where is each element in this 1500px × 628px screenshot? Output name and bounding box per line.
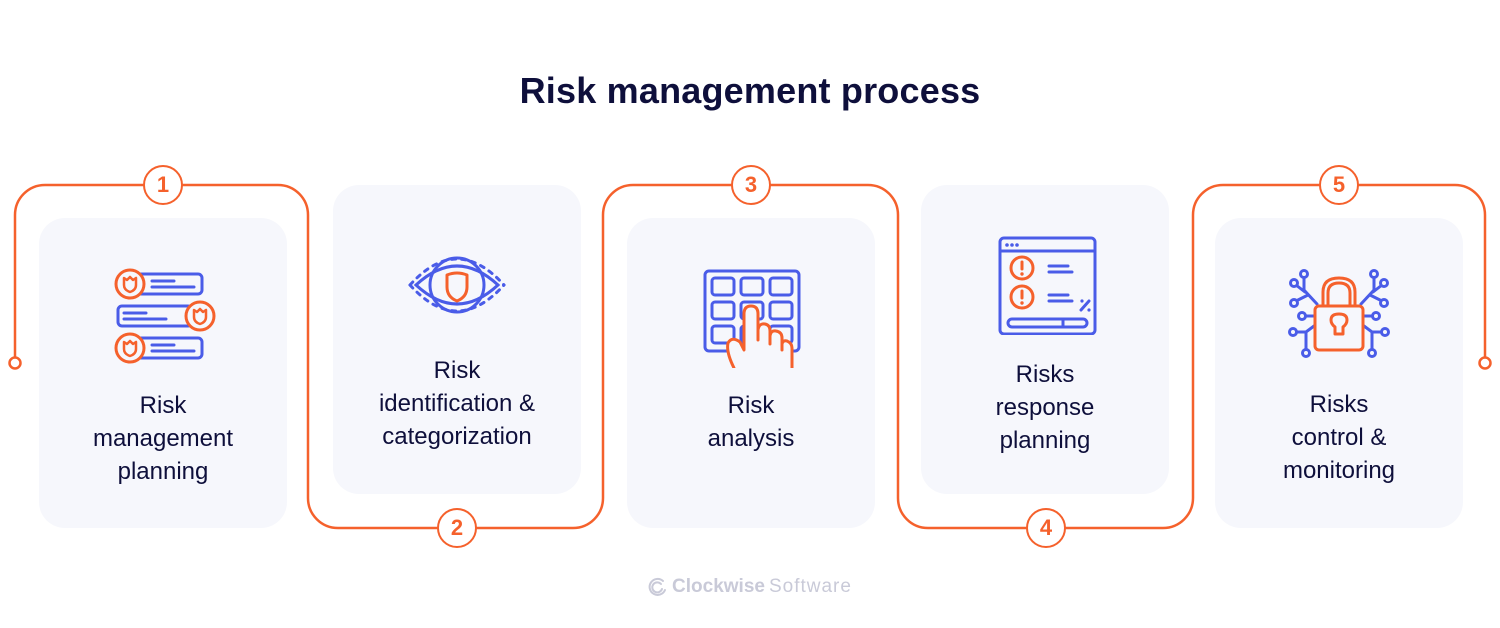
step-number-badge-4: 4 bbox=[1026, 508, 1066, 548]
clockwise-logo-icon bbox=[648, 577, 667, 596]
step-number-badge-1: 1 bbox=[143, 165, 183, 205]
step-label: Risks response planning bbox=[995, 361, 1095, 454]
eye-shield-icon bbox=[333, 247, 581, 357]
page-title: Risk management process bbox=[519, 70, 981, 111]
step-label: Risks control & monitoring bbox=[1282, 391, 1396, 484]
shield-list-icon bbox=[39, 266, 287, 376]
step-card-3: Risk analysis bbox=[627, 218, 875, 528]
step-card-1: Risk management planning bbox=[39, 218, 287, 528]
start-dot-icon bbox=[8, 356, 22, 370]
end-dot-icon bbox=[1478, 356, 1492, 370]
step-number-badge-2: 2 bbox=[437, 508, 477, 548]
brand-name-light: Software bbox=[768, 576, 852, 597]
browser-alert-icon bbox=[921, 235, 1169, 345]
lock-circuit-icon bbox=[1215, 264, 1463, 374]
step-label: Risk analysis bbox=[707, 392, 795, 452]
step-number-badge-3: 3 bbox=[731, 165, 771, 205]
step-card-5: Risks control & monitoring bbox=[1215, 218, 1463, 528]
step-label: Risk management planning bbox=[92, 392, 234, 485]
step-number-badge-5: 5 bbox=[1319, 165, 1359, 205]
grid-hand-icon bbox=[627, 268, 875, 378]
step-card-4: Risks response planning bbox=[921, 185, 1169, 494]
brand-name-bold: Clockwise bbox=[672, 576, 765, 597]
step-label: Risk identification & categorization bbox=[378, 357, 536, 450]
step-card-2: Risk identification & categorization bbox=[333, 185, 581, 494]
